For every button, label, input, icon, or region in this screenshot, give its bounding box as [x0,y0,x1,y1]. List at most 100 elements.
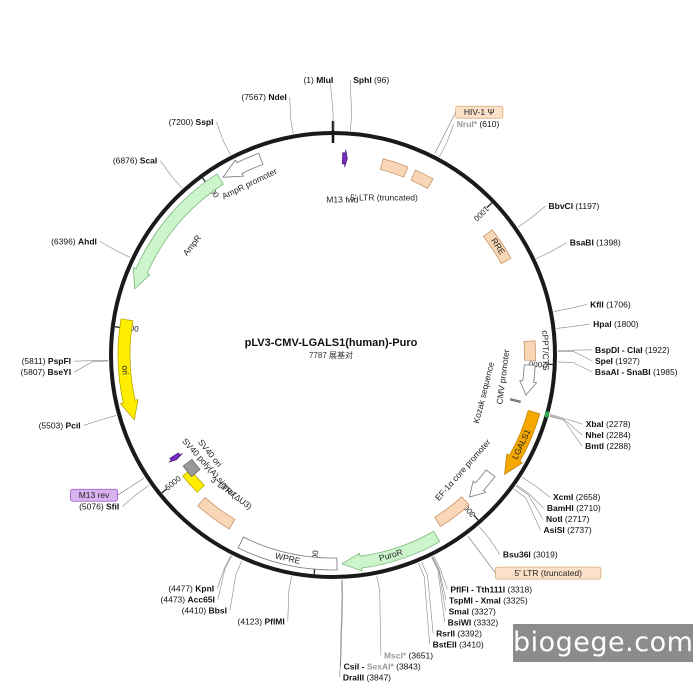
boxed-label-layer: HIV-1 Ψ 5' LTR (truncated) M13 rev [70,105,602,580]
site-leader [521,476,551,498]
feature-rre [482,229,512,265]
feature-cmv-promoter [519,364,538,396]
site-sphi: SphI (96) [353,75,389,85]
site-leader [376,575,382,656]
tick-mark [486,202,493,209]
site-bseyi: (5807) BseYI [21,367,72,377]
site-leader [433,556,448,590]
plasmid-backbone [109,131,557,579]
site-leader [421,561,434,634]
site-leader [122,484,150,507]
site-scai: (6876) ScaI [113,156,157,166]
site-bsabi: BsaBI (1398) [570,238,621,248]
feature-label-5-ltr-truncated: 5' LTR (truncated) [350,192,418,202]
feature-3-ltr-u3 [197,496,236,530]
site-leader [289,97,294,134]
site-leader [549,414,583,425]
site-leader [517,205,546,228]
feature-m13-rev [168,452,183,463]
boxed-label-5-ltr-truncated: 5' LTR (truncated) [514,568,582,578]
feature-label-ori: ori [120,365,131,375]
feature-kozak-sequence [509,398,521,403]
plasmid-size: 7787 展基对 [309,350,353,360]
watermark: biogege.com [513,624,693,662]
feature-label-ampr: AmpR [181,233,203,258]
site-acc65i: (4473) Acc65I [161,594,215,604]
site-leader [557,350,593,362]
site-kfli: KflI (1706) [590,299,631,309]
restriction-site-layer: (1) MluI SphI (96) NruI* (610) BbvCI (1197)… [21,75,678,682]
feature-wpre [237,536,338,571]
tick-label: 5000 [163,474,183,493]
site-csii-sexai: CsiI - SexAI* (3843) [344,661,421,671]
boxed-label-m13-rev: M13 rev [79,490,110,500]
site-leader [99,241,131,258]
site-leader [340,579,344,667]
site-pspfi: (5811) PspFI [22,356,71,366]
boxed-label-leader [467,536,496,574]
site-leader [557,361,593,373]
feature-label-cppt-cts: cPPT/CTS [540,330,551,371]
site-leader [516,484,545,509]
site-leader [418,562,430,645]
site-leader [287,576,292,622]
site-pflmi: (4123) PflMI [238,616,285,626]
site-tspmi-xmai: TspMI - XmaI (3325) [449,595,528,605]
site-smai: SmaI (3327) [449,606,496,616]
site-spei: SpeI (1927) [595,356,640,366]
site-xbai: XbaI (2278) [586,419,631,429]
tick-label: 1000 [471,204,490,223]
site-pflfi-tth111i: PflFI - Tth111I (3318) [450,584,532,594]
site-leader [432,556,446,612]
feature-ampr [132,173,224,290]
tick-mark [473,514,479,521]
site-sfii: (5076) SfiI [79,502,119,512]
feature-sv40-ori [182,458,201,478]
site-bbvci: BbvCI (1197) [549,201,600,211]
site-leader [513,488,541,531]
site-leader [339,579,343,678]
site-bsiwi: BsiWI (3332) [448,617,499,627]
site-bsaai-snabi: BsaAI - SnaBI (1985) [595,367,678,377]
feature-cppt-cts [523,340,536,361]
boxed-label-box [455,105,504,119]
boxed-label-leader [434,112,457,154]
tick-label: 2000 [528,359,547,369]
site-leader [216,555,232,589]
boxed-label-box [495,566,602,580]
feature-5-ltr-truncated [379,158,409,178]
feature-puror [341,530,441,572]
site-leader [432,556,447,601]
site-hpai: HpaI (1800) [593,319,639,329]
site-leader [160,160,183,189]
site-leader [549,415,583,436]
site-bspdi-clai: BspDI - ClaI (1922) [595,345,670,355]
feature-hiv-1 [410,169,434,190]
site-leader [329,79,334,131]
site-leader [553,304,588,312]
site-leader [216,121,231,155]
site-leader [515,485,544,520]
site-bsu36i: Bsu36I (3019) [503,549,558,559]
site-rsrii: RsrII (3392) [436,628,482,638]
insert-junction-mark [544,411,549,418]
site-bbsi: (4410) BbsI [182,605,227,615]
site-bmti: BmtI (2288) [585,441,631,451]
site-leader [73,360,109,373]
site-leader [549,415,583,447]
site-kpni: (4477) KpnI [168,583,214,593]
site-draiii: DraIII (3847) [343,672,391,682]
feature-5-ltr-truncated [434,496,470,528]
site-nrui: NruI* (610) [457,119,500,129]
feature-label-kozak-sequence: Kozak sequence [471,361,496,425]
site-msci: MscI* (3651) [384,650,433,660]
site-mlui: (1) MluI [303,75,333,85]
site-leader [349,79,352,131]
site-xcmi: XcmI (2658) [553,492,600,502]
site-noti: NotI (2717) [546,514,590,524]
site-leader [439,123,455,157]
boxed-label-hiv-1: HIV-1 Ψ [464,107,495,117]
site-leader [74,360,109,362]
